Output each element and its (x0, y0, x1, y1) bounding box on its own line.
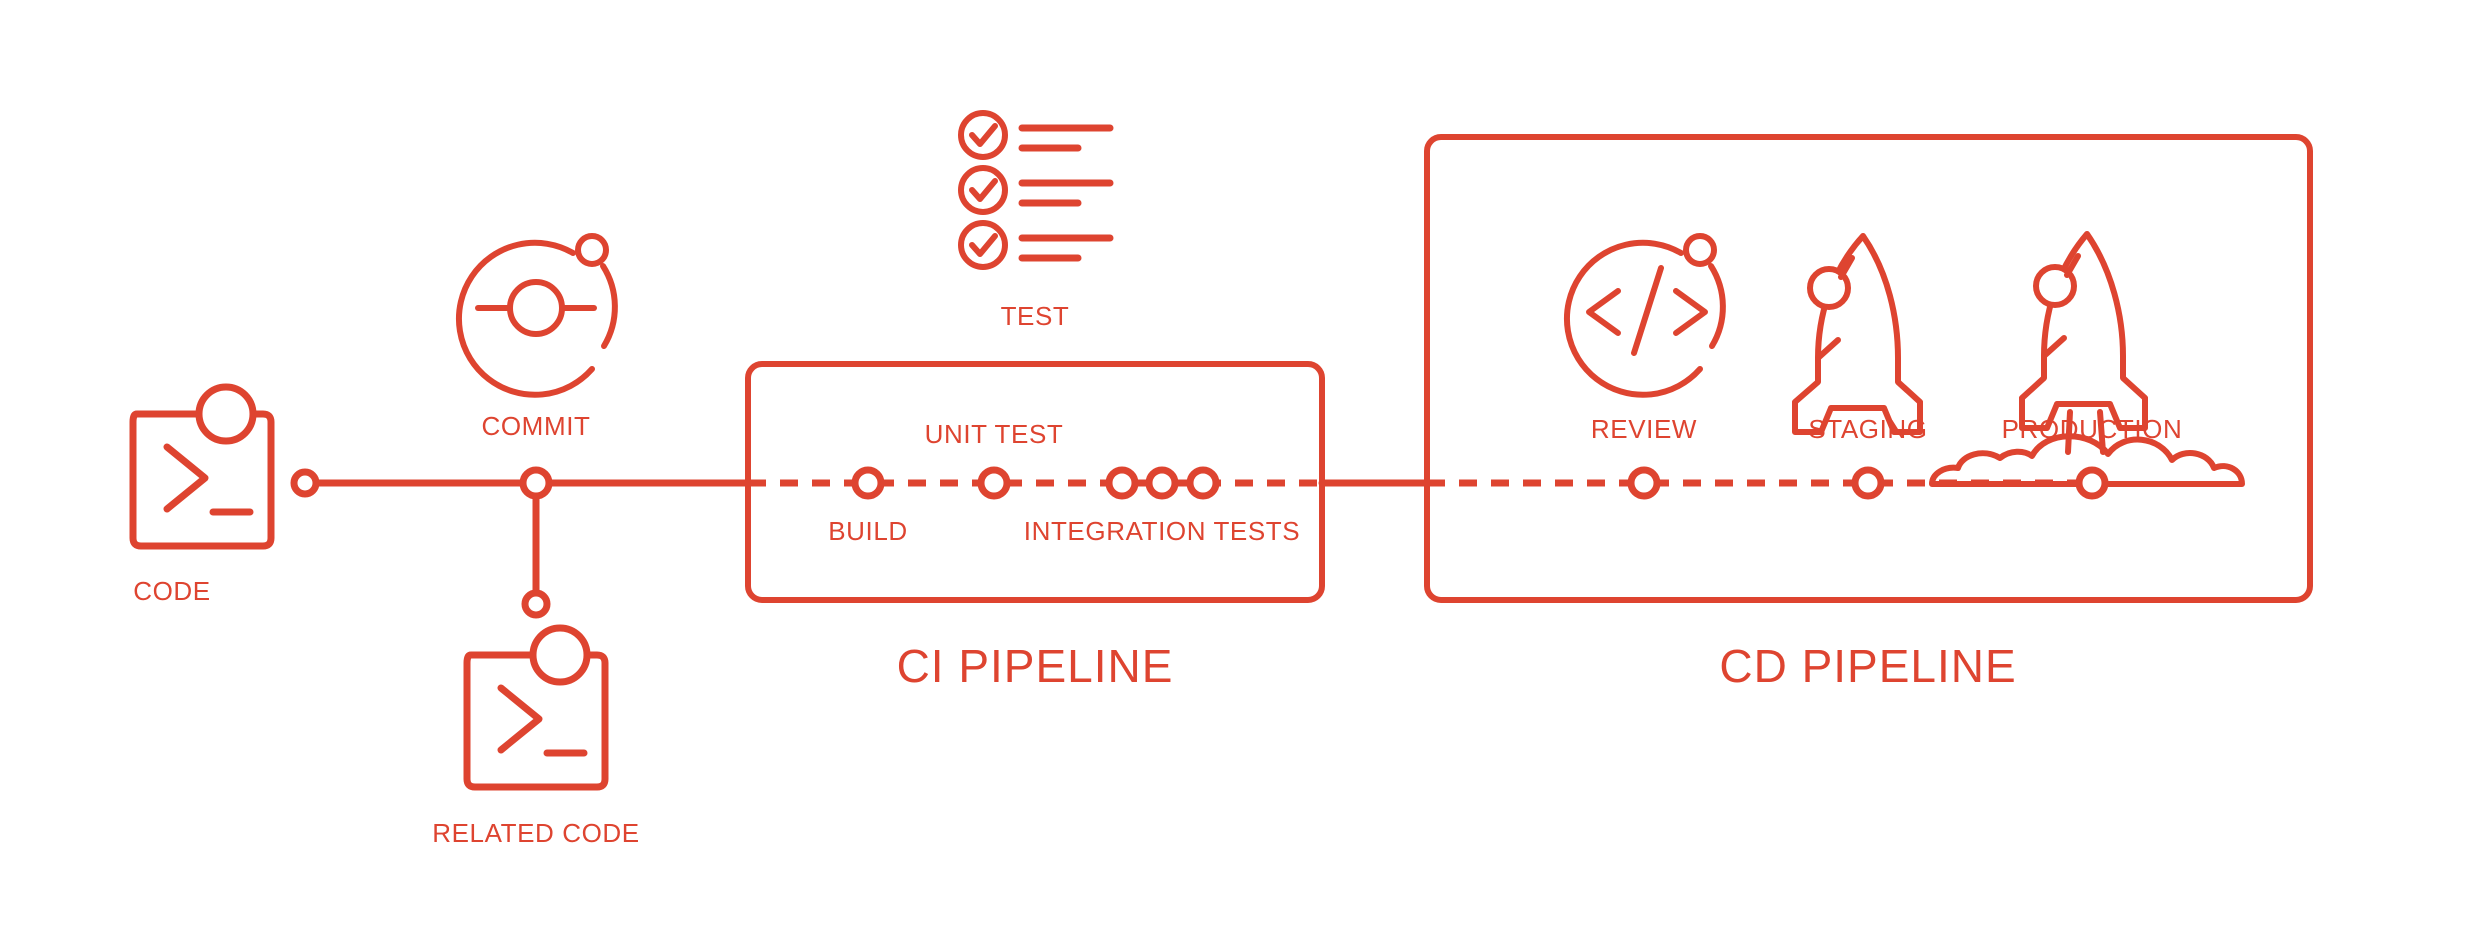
checklist-icon (958, 110, 1114, 270)
code-brackets-circle-icon (1563, 233, 1726, 398)
timeline-node-integration-test-3[interactable] (1186, 466, 1220, 500)
rocket-idle-icon (1792, 233, 1923, 435)
code-terminal-icon (129, 383, 275, 550)
stage-label-code: CODE (133, 576, 211, 606)
rocket-launch-icon (1929, 231, 2245, 487)
stage-label-review: REVIEW (1591, 414, 1697, 444)
timeline-node-commit[interactable] (519, 466, 553, 500)
commit-node-icon (455, 233, 618, 398)
timeline-node-review[interactable] (1627, 466, 1661, 500)
related-code-terminal-icon (463, 624, 609, 791)
timeline-node-start[interactable] (290, 468, 320, 498)
stage-label-build: BUILD (828, 516, 908, 546)
timeline-node-staging[interactable] (1851, 466, 1885, 500)
timeline-node-integration-test-1[interactable] (1105, 466, 1139, 500)
cd-pipeline-title: CD PIPELINE (1719, 640, 2016, 692)
timeline-node-production[interactable] (2075, 466, 2109, 500)
stage-label-test: TEST (1001, 301, 1070, 331)
timeline-node-build[interactable] (851, 466, 885, 500)
stage-label-related-code: RELATED CODE (432, 818, 640, 848)
timeline-node-unit-test[interactable] (977, 466, 1011, 500)
stage-label-commit: COMMIT (481, 411, 590, 441)
stage-label-staging: STAGING (1808, 414, 1927, 444)
ci-pipeline-box (745, 361, 1325, 603)
ci-pipeline-title: CI PIPELINE (897, 640, 1174, 692)
cd-pipeline-box (1424, 134, 2313, 603)
timeline-node-related-code[interactable] (521, 589, 551, 619)
stage-label-unit-test: UNIT TEST (925, 419, 1064, 449)
stage-label-integration-tests: INTEGRATION TESTS (1024, 516, 1300, 546)
stage-label-production: PRODUCTION (2002, 414, 2183, 444)
timeline-node-integration-test-2[interactable] (1145, 466, 1179, 500)
